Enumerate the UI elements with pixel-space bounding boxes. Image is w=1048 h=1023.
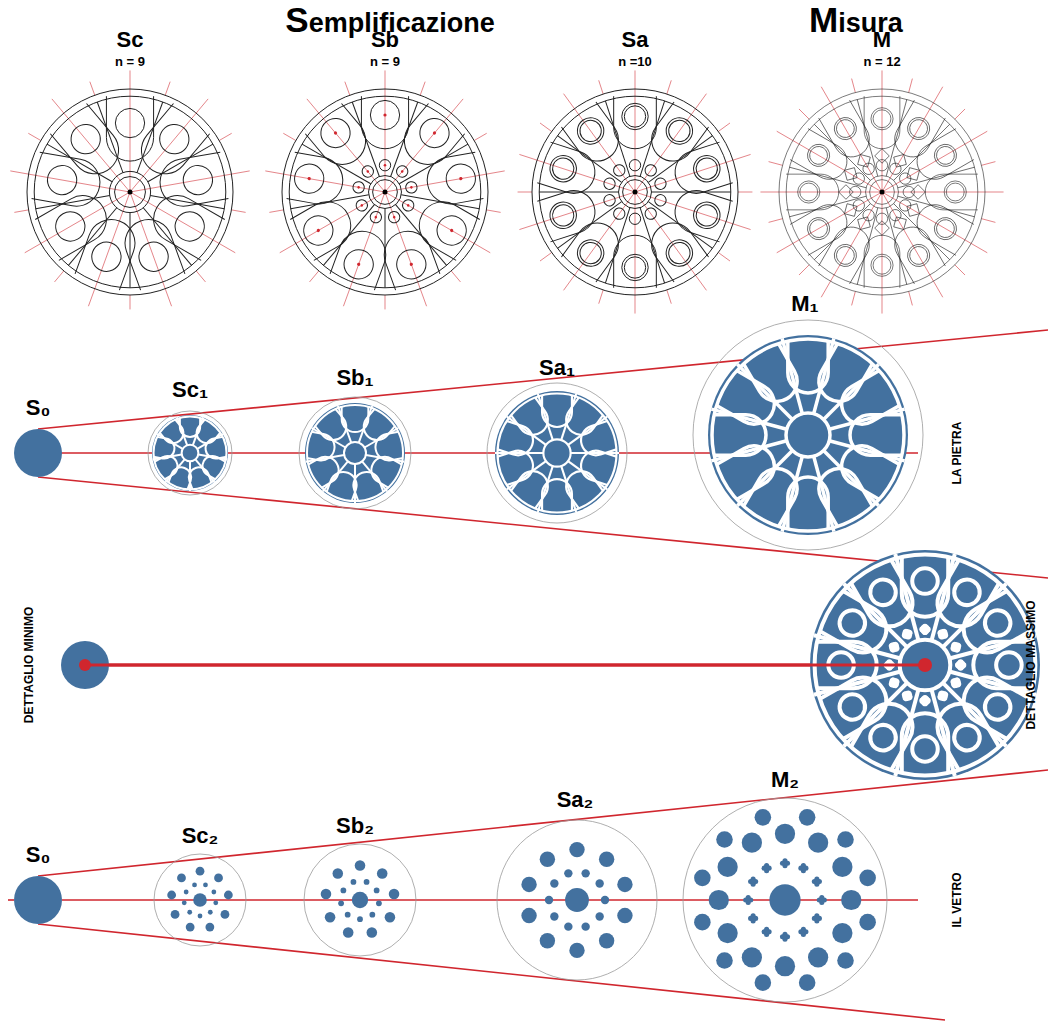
stage-label: Sa [622, 28, 649, 52]
axis-label: DETTAGLIO MINIMO [23, 607, 36, 723]
rose-window-drawing [760, 70, 1003, 313]
stone-tracery [299, 397, 411, 509]
rose-window-drawing [10, 70, 249, 309]
stage-label: Sc₁ [172, 378, 208, 402]
stage-label: n = 9 [370, 55, 400, 69]
axis-label: IL VETRO [951, 872, 964, 927]
rose-window-drawing [518, 70, 753, 313]
stage-label: Sb₂ [336, 814, 374, 838]
section-heading: Misura [809, 1, 903, 40]
detail-dot [918, 658, 932, 672]
stone-tracery [487, 383, 627, 523]
stage-label: n = 12 [863, 55, 900, 69]
stage-label: M₁ [791, 292, 818, 316]
glass-pieces [304, 844, 416, 956]
stage-label: S₀ [26, 843, 51, 867]
glass-pieces [683, 798, 887, 1002]
guide-line [8, 899, 14, 901]
guide-lines [8, 330, 1048, 1020]
stone-tracery [693, 320, 923, 550]
stage-label: Sb₁ [336, 366, 373, 390]
stage-label: M [873, 28, 891, 52]
stage-label: n =10 [618, 55, 652, 69]
glass-pieces [154, 854, 246, 946]
glass-pieces [14, 876, 62, 924]
stage-label: n = 9 [115, 55, 145, 69]
stage-label: Sa₂ [557, 788, 594, 812]
stage-label: Sc [117, 28, 144, 52]
stage-label: Sc₂ [182, 824, 219, 848]
stage-label: Sa₁ [539, 356, 575, 380]
rose-window-drawing [265, 70, 504, 309]
detail-axis [85, 664, 925, 667]
stage-label: Sb [371, 28, 399, 52]
glass-pieces [497, 820, 657, 980]
section-heading: Semplificazione [285, 1, 494, 40]
axis-label: DETTAGLIO MASSIMO [1025, 600, 1038, 729]
guide-line [38, 770, 1048, 876]
stone-tracery [148, 411, 232, 495]
stage-label: M₂ [771, 768, 799, 792]
stone-tracery [14, 429, 62, 477]
stage-label: S₀ [26, 396, 51, 420]
detail-axis [85, 664, 925, 667]
axis-label: LA PIETRA [951, 422, 964, 485]
